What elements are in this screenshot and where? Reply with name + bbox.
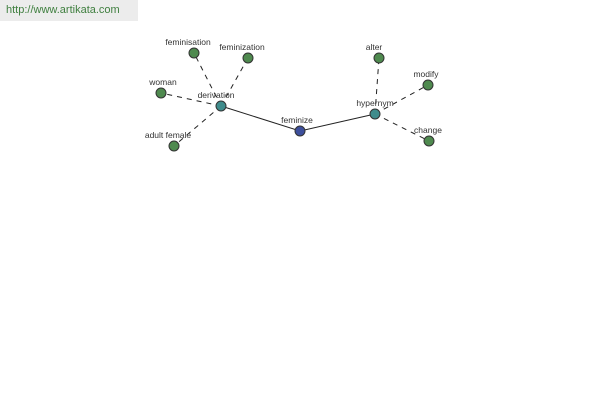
node-circle-derivation[interactable] [215, 100, 227, 112]
node-circle-change[interactable] [423, 135, 435, 147]
node-label-feminization[interactable]: feminization [219, 42, 265, 52]
node-derivation[interactable]: derivation [198, 90, 235, 112]
node-feminize[interactable]: feminize [281, 115, 313, 137]
node-label-feminisation[interactable]: feminisation [165, 37, 211, 47]
node-circle-adult-female[interactable] [168, 140, 180, 152]
node-alter[interactable]: alter [366, 42, 385, 64]
edge-derivation-adult-female [173, 105, 222, 147]
node-circle-alter[interactable] [373, 52, 385, 64]
node-label-derivation[interactable]: derivation [198, 90, 235, 100]
node-circle-hypernym[interactable] [369, 108, 381, 120]
node-modify[interactable]: modify [413, 69, 439, 91]
node-label-modify[interactable]: modify [413, 69, 439, 79]
edge-feminize-derivation [220, 105, 301, 132]
node-circle-modify[interactable] [422, 79, 434, 91]
node-label-adult-female[interactable]: adult female [145, 130, 192, 140]
site-url[interactable]: http://www.artikata.com [0, 0, 138, 21]
node-feminization[interactable]: feminization [219, 42, 265, 64]
graph-edges [160, 52, 430, 147]
edge-hypernym-change [374, 113, 430, 142]
graph-nodes: feminize derivation hypernym feminisation fe… [145, 37, 442, 152]
node-circle-feminization[interactable] [242, 52, 254, 64]
edge-feminize-hypernym [299, 113, 376, 132]
node-adult-female[interactable]: adult female [145, 130, 192, 152]
node-label-feminize[interactable]: feminize [281, 115, 313, 125]
node-label-alter[interactable]: alter [366, 42, 383, 52]
node-hypernym[interactable]: hypernym [356, 98, 394, 120]
edge-hypernym-modify [374, 84, 429, 115]
node-label-woman[interactable]: woman [148, 77, 177, 87]
node-label-change[interactable]: change [414, 125, 442, 135]
node-feminisation[interactable]: feminisation [165, 37, 211, 59]
node-circle-feminisation[interactable] [188, 47, 200, 59]
node-change[interactable]: change [414, 125, 442, 147]
node-circle-feminize[interactable] [294, 125, 306, 137]
node-label-hypernym[interactable]: hypernym [356, 98, 393, 108]
node-woman[interactable]: woman [148, 77, 177, 99]
node-circle-woman[interactable] [155, 87, 167, 99]
edge-derivation-woman [160, 92, 222, 107]
